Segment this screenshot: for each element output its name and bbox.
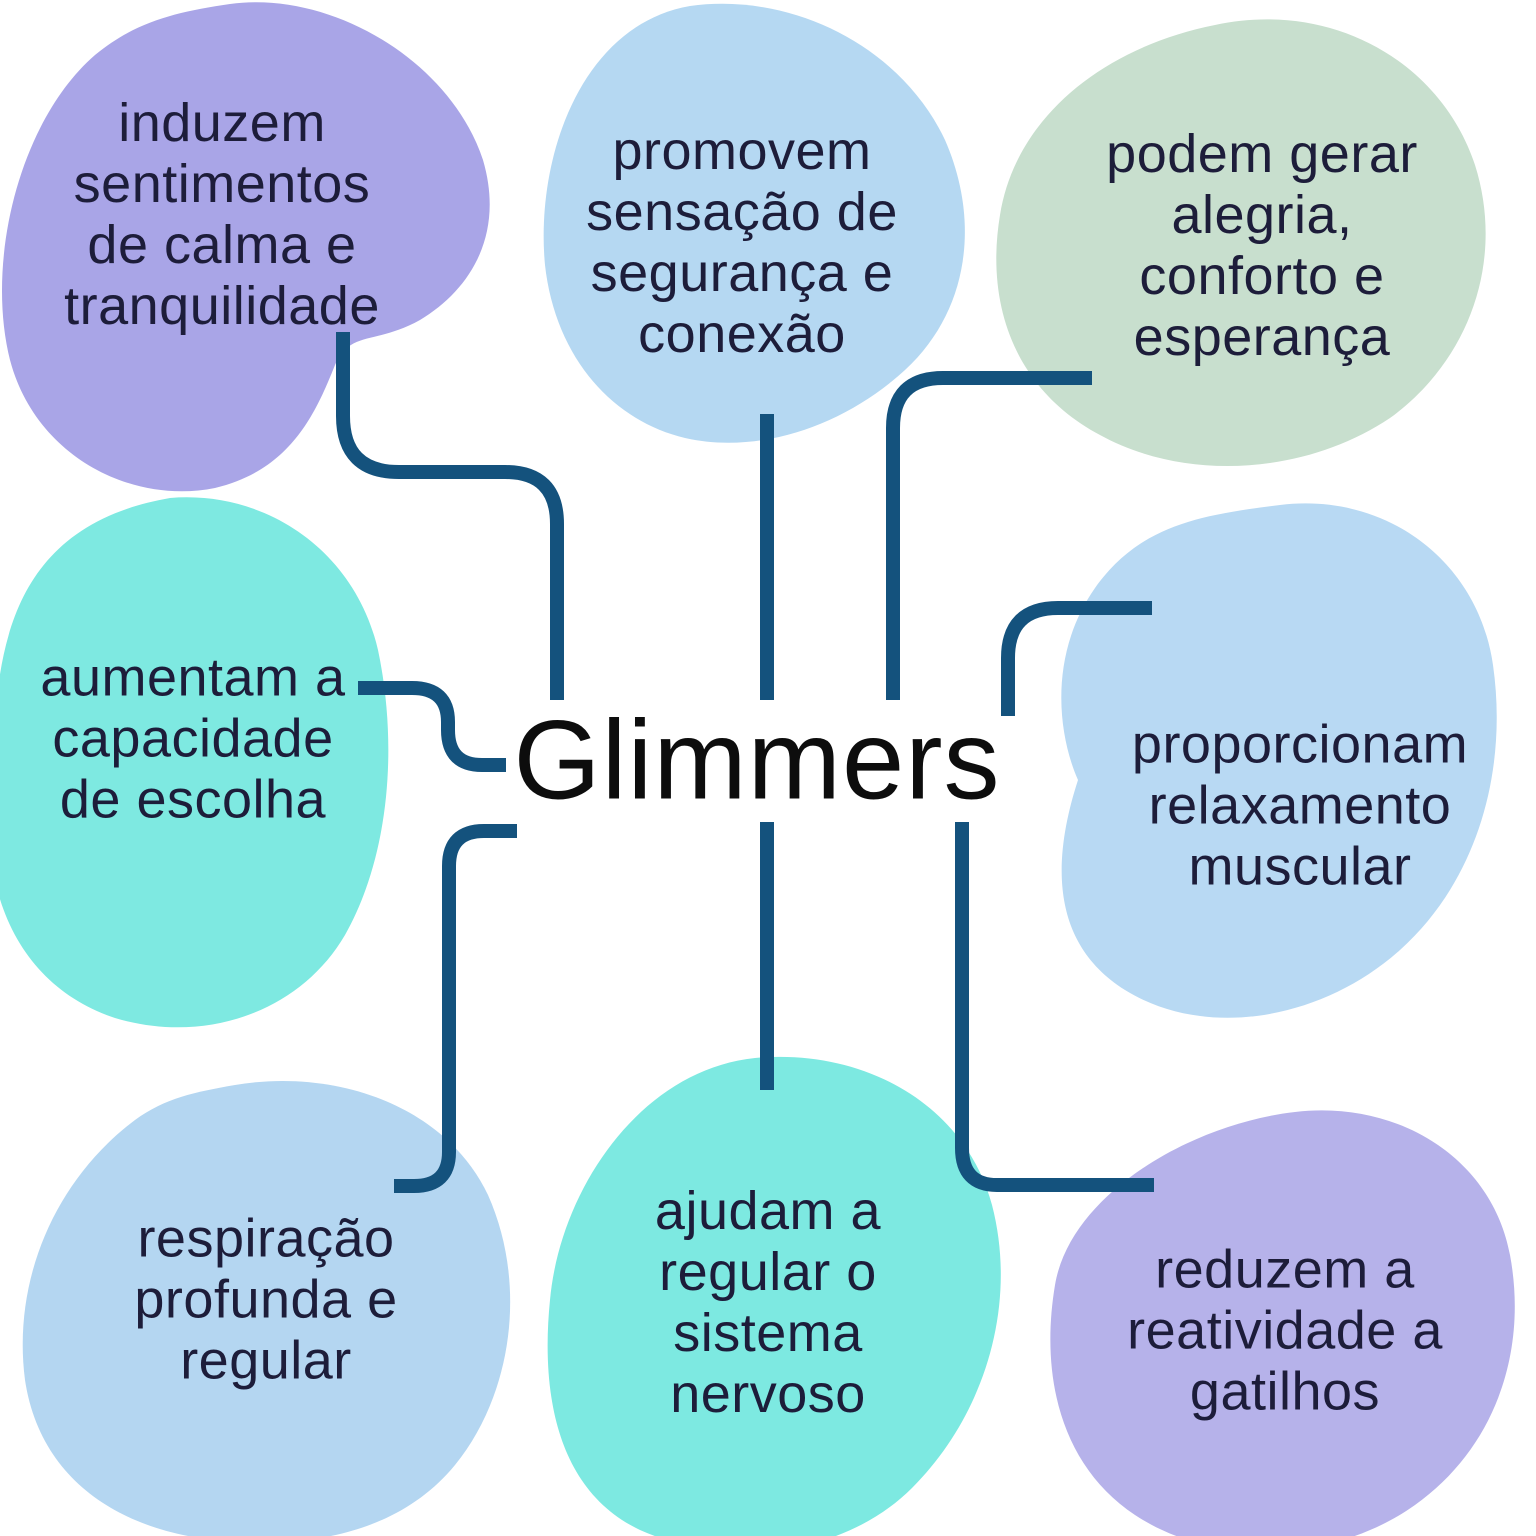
page-title: Glimmers [513, 697, 1001, 823]
label-line: aumentam a [40, 647, 346, 708]
label-line: alegria, [1171, 185, 1353, 245]
node-label-aumentam-capacidade: aumentam a capacidade de escolha [40, 648, 345, 831]
label-line: podem gerar [1106, 124, 1418, 184]
label-line: respiração [137, 1208, 395, 1269]
label-line: de escolha [59, 769, 327, 830]
label-line: induzem [118, 93, 326, 153]
label-line: reatividade a [1127, 1300, 1443, 1361]
connector-top-left [336, 332, 564, 700]
connector-top-right [886, 371, 1092, 700]
node-label-ajudam-regular-sistema: ajudam a regular o sistema nervoso [655, 1181, 881, 1425]
label-line: relaxamento [1148, 775, 1452, 836]
label-line: ajudam a [654, 1181, 882, 1241]
label-line: de calma e [87, 215, 357, 275]
blob-middle-left [0, 497, 389, 1028]
label-line: sensação de [586, 182, 898, 242]
node-label-podem-gerar-alegria: podem gerar alegria, conforto e esperanç… [1106, 124, 1418, 368]
node-label-proporcionam-relaxamento: proporcionam relaxamento muscular [1132, 715, 1468, 898]
label-line: sistema [673, 1303, 863, 1363]
label-line: sentimentos [73, 154, 371, 214]
label-line: conexão [638, 304, 846, 364]
node-label-reduzem-reatividade: reduzem a reatividade a gatilhos [1127, 1240, 1443, 1423]
node-label-promovem-seguranca: promovem sensação de segurança e conexão [586, 121, 898, 365]
node-label-induzem-sentimentos: induzem sentimentos de calma e tranquili… [64, 93, 380, 337]
label-line: muscular [1188, 836, 1412, 897]
blob-top-center [543, 3, 965, 443]
label-line: capacidade [52, 708, 334, 769]
label-line: gatilhos [1189, 1361, 1381, 1422]
blob-top-left [1, 2, 490, 492]
connector-middle-left [358, 681, 506, 772]
label-line: conforto e [1139, 246, 1385, 306]
label-line: tranquilidade [64, 276, 380, 336]
label-line: regular o [659, 1242, 877, 1302]
label-line: segurança e [590, 243, 894, 303]
label-line: profunda e [134, 1269, 398, 1330]
blob-bottom-center [547, 1056, 1001, 1536]
blob-top-right [996, 19, 1486, 467]
label-line: regular [180, 1330, 352, 1391]
label-line: reduzem a [1155, 1239, 1415, 1300]
connector-middle-right [1001, 601, 1152, 716]
connector-bottom-left [394, 824, 517, 1193]
node-label-respiracao-profunda: respiração profunda e regular [134, 1209, 397, 1392]
blob-middle-right [1061, 503, 1497, 1018]
blob-bottom-left [22, 1080, 511, 1536]
blob-bottom-right [1050, 1110, 1515, 1536]
connector-bottom-right [955, 822, 1154, 1192]
label-line: nervoso [670, 1364, 866, 1424]
label-line: esperança [1133, 307, 1391, 367]
label-line: proporcionam [1131, 714, 1469, 775]
label-line: promovem [612, 121, 872, 181]
